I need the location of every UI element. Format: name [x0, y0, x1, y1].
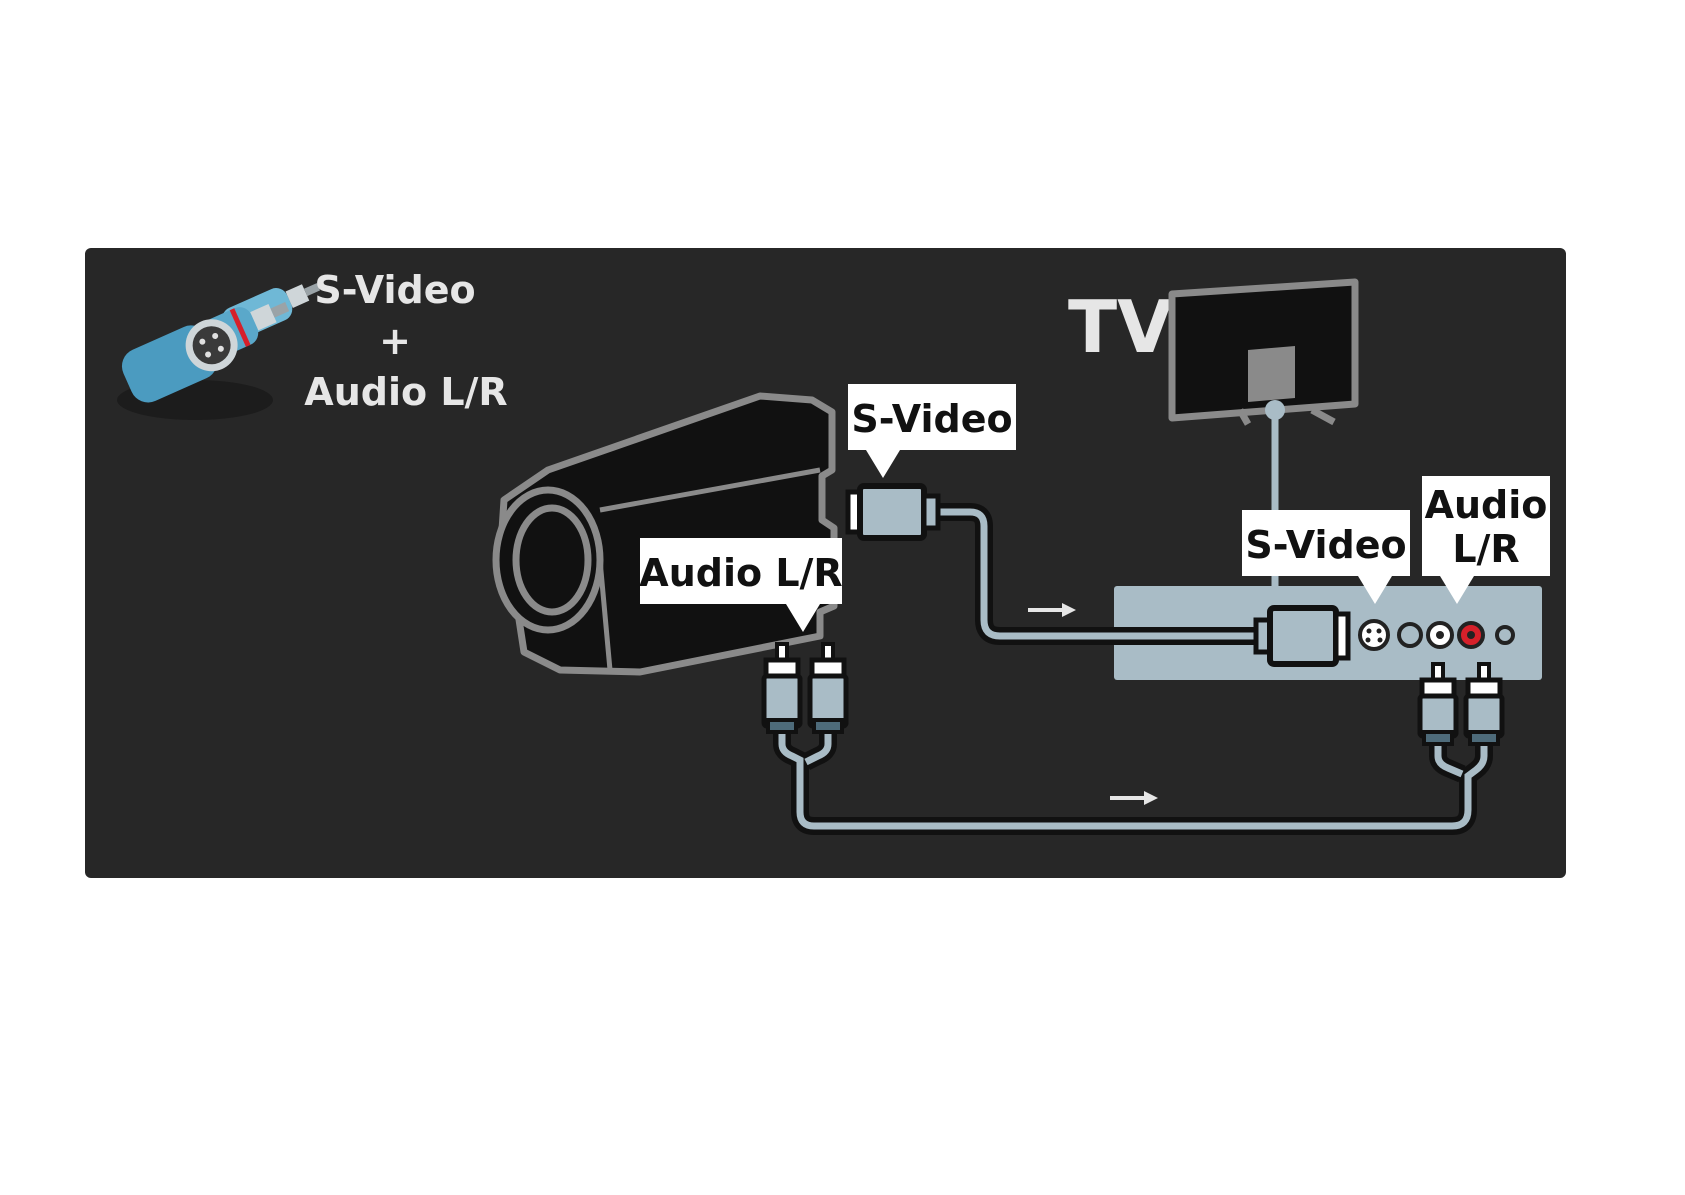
legend-line-2: + — [379, 319, 411, 363]
tv-label: TV — [1068, 285, 1173, 369]
legend-line-1: S-Video — [314, 268, 475, 312]
tv-svideo-plug — [1256, 608, 1348, 664]
tv-monitor-icon — [1172, 282, 1355, 424]
camcorder-svideo-plug — [848, 486, 938, 538]
callout-tv-svideo-text: S-Video — [1245, 523, 1406, 567]
callout-tv-audio-line2: L/R — [1452, 527, 1519, 571]
legend-line-3: Audio L/R — [304, 370, 507, 414]
callout-tv-audio-line1: Audio — [1425, 483, 1548, 527]
callout-camcorder-audio-text: Audio L/R — [639, 551, 842, 595]
callout-camcorder-svideo-text: S-Video — [851, 397, 1012, 441]
